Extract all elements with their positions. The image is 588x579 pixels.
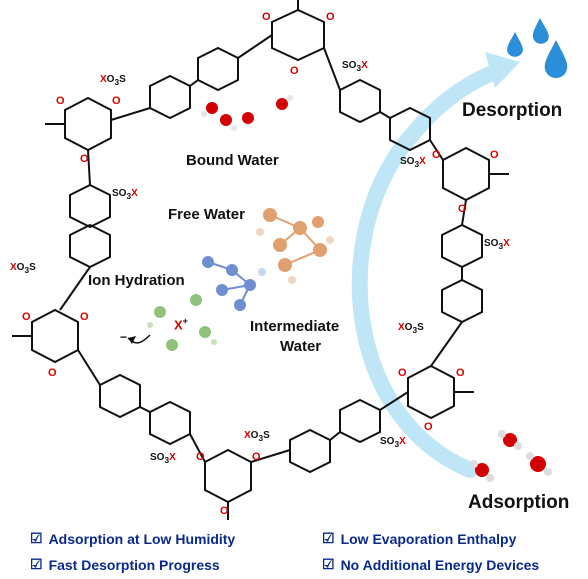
feature-item: ☑ Fast Desorption Progress xyxy=(30,556,220,573)
svg-text:O: O xyxy=(424,421,433,433)
feature-item: ☑ No Additional Energy Devices xyxy=(322,556,539,573)
svg-text:O: O xyxy=(22,311,31,323)
feature-text: Adsorption at Low Humidity xyxy=(48,530,236,547)
svg-text:O: O xyxy=(432,149,441,161)
svg-text:O: O xyxy=(220,505,229,517)
svg-text:O: O xyxy=(398,367,407,379)
checkbox-icon: ☑ xyxy=(30,530,43,546)
framework-bonds xyxy=(12,0,509,520)
sulfonate-label: SO3X xyxy=(484,238,510,251)
adsorption-label: Adsorption xyxy=(468,492,570,513)
intermediate-water-label: Intermediate xyxy=(250,318,340,335)
sulfonate-label: XO3S xyxy=(398,322,424,335)
svg-text:O: O xyxy=(262,11,271,23)
feature-text: Low Evaporation Enthalpy xyxy=(340,530,517,547)
svg-text:O: O xyxy=(326,11,335,23)
sulfonate-label: XO3S xyxy=(100,74,126,87)
sulfonate-label: XO3S xyxy=(10,262,36,275)
checkbox-icon: ☑ xyxy=(30,556,43,572)
svg-text:O: O xyxy=(112,95,121,107)
adsorption-water-molecules xyxy=(470,430,552,482)
feature-text: No Additional Energy Devices xyxy=(340,556,540,573)
free-water-label: Free Water xyxy=(168,206,245,223)
svg-text:O: O xyxy=(56,95,65,107)
sulfonate-label: SO3X xyxy=(380,436,406,449)
free-water-cluster xyxy=(256,208,334,284)
intermediate-water-label-line2: Water xyxy=(280,338,322,355)
ion-hydration-label: Ion Hydration xyxy=(88,272,185,289)
checkbox-icon: ☑ xyxy=(322,530,335,546)
droplet-icon xyxy=(507,18,568,78)
ion-hydration-cluster xyxy=(127,294,217,351)
intermediate-water-cluster xyxy=(202,256,266,311)
feature-item: ☑ Low Evaporation Enthalpy xyxy=(322,530,516,547)
sulfonate-label: SO3X xyxy=(342,60,368,73)
desorption-label: Desorption xyxy=(462,100,563,121)
svg-text:O: O xyxy=(196,451,205,463)
svg-text:O: O xyxy=(80,311,89,323)
svg-text:O: O xyxy=(490,149,499,161)
bound-water-molecules xyxy=(201,95,293,131)
carbonyl-oxygens: O O O O O O O O O O O O O O O O O O xyxy=(22,11,499,517)
sulfonate-label: SO3X xyxy=(150,452,176,465)
cycle-arrow xyxy=(351,52,520,478)
sulfonate-label: SO3X xyxy=(112,188,138,201)
svg-text:O: O xyxy=(252,451,261,463)
anion-charge: − xyxy=(120,330,128,344)
svg-text:O: O xyxy=(80,153,89,165)
sulfonate-label: XO3S xyxy=(244,430,270,443)
sulfonate-label: SO3X xyxy=(400,156,426,169)
feature-text: Fast Desorption Progress xyxy=(48,556,220,573)
svg-text:O: O xyxy=(290,65,299,77)
feature-item: ☑ Adsorption at Low Humidity xyxy=(30,530,235,547)
bound-water-label: Bound Water xyxy=(186,152,279,169)
svg-text:O: O xyxy=(458,203,467,215)
checkbox-icon: ☑ xyxy=(322,556,335,572)
cation-label: X+ xyxy=(174,316,188,333)
svg-text:O: O xyxy=(456,367,465,379)
svg-text:O: O xyxy=(48,367,57,379)
